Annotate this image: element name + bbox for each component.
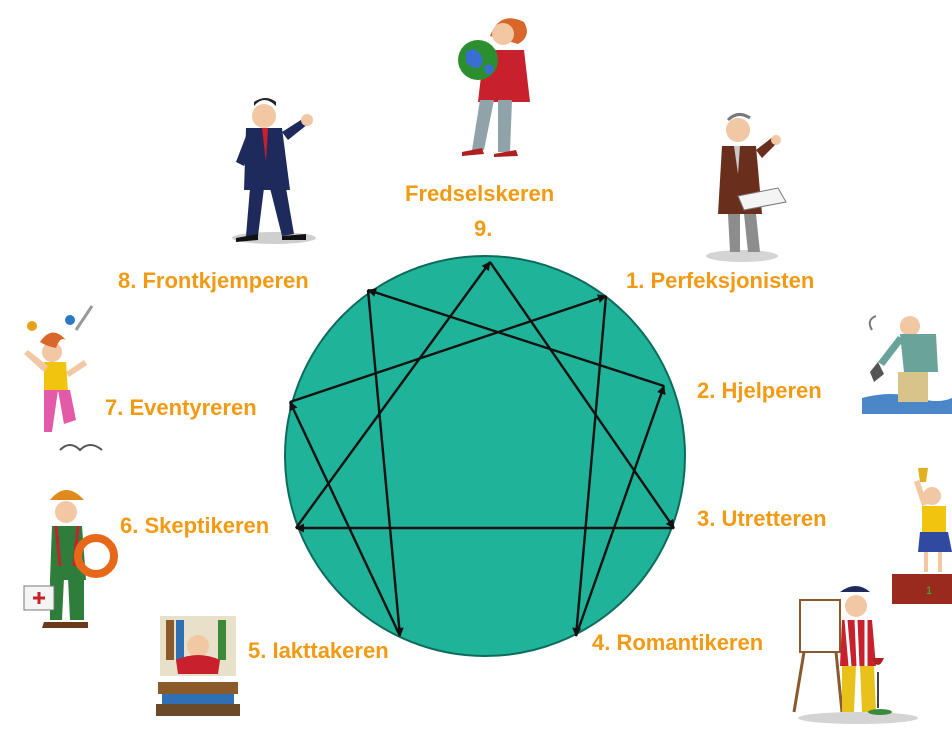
arrow-5-to-7 (288, 401, 402, 637)
label-hjelperen: 2. Hjelperen (697, 378, 822, 403)
juggler-illustration (24, 305, 103, 452)
label-fredselskeren: Fredselskeren (405, 181, 555, 206)
arrow-4-to-2 (574, 385, 666, 637)
globe-holder-illustration (458, 18, 530, 157)
arrow-1-to-4 (572, 295, 608, 637)
painter-illustration (792, 586, 918, 724)
label-frontkjemperen: 8. Frontkjemperen (118, 268, 309, 293)
label-perfeksjonisten: 1. Perfeksjonisten (626, 268, 815, 293)
podium-number: 1 (926, 585, 932, 597)
arrow-7-to-1 (289, 294, 607, 404)
arrow-2-to-8 (367, 288, 665, 388)
enneagram-circle (284, 255, 686, 657)
label-iakttakeren: 5. Iakttakeren (248, 638, 389, 663)
label-nine-number: 9. (474, 216, 493, 241)
reader-illustration (156, 616, 240, 716)
arrow-9-to-3 (489, 261, 675, 529)
professor-illustration (706, 113, 787, 262)
label-eventyreren: 7. Eventyreren (105, 395, 257, 420)
winner-illustration: 1 (892, 468, 952, 604)
label-utretteren: 3. Utretteren (697, 506, 827, 531)
businessman-illustration (232, 98, 316, 244)
label-romantikeren: 4. Romantikeren (592, 630, 764, 655)
enneagram-arrows (288, 261, 675, 637)
worker-illustration (23, 490, 118, 628)
arrow-8-to-5 (366, 289, 404, 637)
label-skeptikeren: 6. Skeptikeren (120, 513, 270, 538)
helper-illustration (862, 315, 952, 414)
